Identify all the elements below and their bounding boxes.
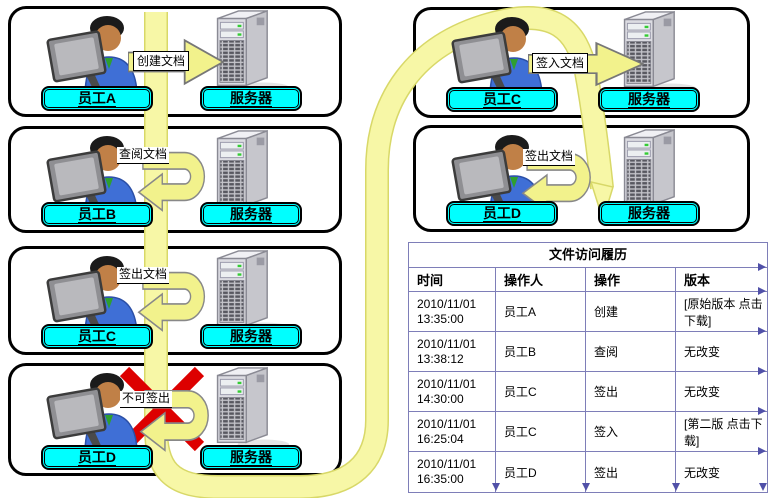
connector-arrow-down-icon [582, 483, 590, 491]
person-at-computer-icon [41, 370, 149, 454]
cell-version-download-link[interactable]: [第二版 点击下载] [676, 412, 767, 452]
person-label: 员工D [446, 201, 558, 226]
connector-arrow-down-icon [492, 483, 500, 491]
cell-version: 无改变 [676, 372, 767, 412]
person-label: 员工C [446, 87, 558, 112]
action-label-view: 查阅文档 [117, 147, 170, 164]
connector-arrow-right-icon [758, 327, 766, 335]
table-title: 文件访问履历 [409, 243, 767, 268]
cell-operation: 创建 [586, 292, 676, 332]
connector-arrow-right-icon [758, 263, 766, 271]
connector-arrow-right-icon [758, 367, 766, 375]
person-label: 员工A [41, 86, 153, 111]
server-label: 服务器 [200, 445, 302, 470]
server-label: 服务器 [200, 202, 302, 227]
cell-operation: 签入 [586, 412, 676, 452]
action-label-create: 创建文档 [133, 51, 190, 71]
person-label-text: 员工B [77, 206, 117, 223]
person-label-text: 员工C [77, 328, 117, 345]
server-label-text: 服务器 [230, 449, 272, 466]
cell-operator: 员工C [496, 372, 586, 412]
server-label-text: 服务器 [628, 91, 670, 108]
server-icon [604, 128, 710, 212]
cell-operation: 签出 [586, 372, 676, 412]
cell-operator: 员工D [496, 452, 586, 492]
col-header-operation: 操作 [586, 268, 676, 292]
col-header-time: 时间 [409, 268, 496, 292]
server-label: 服务器 [598, 201, 700, 226]
server-label: 服务器 [200, 324, 302, 349]
server-icon [197, 129, 303, 213]
server-label: 服务器 [598, 87, 700, 112]
person-label-text: 员工A [77, 90, 117, 107]
cell-operation: 签出 [586, 452, 676, 492]
server-label-text: 服务器 [628, 205, 670, 222]
cell-version: 无改变 [676, 332, 767, 372]
action-label-blocked: 不可签出 [120, 391, 173, 408]
cell-operator: 员工A [496, 292, 586, 332]
connector-arrow-right-icon [758, 407, 766, 415]
person-label: 员工C [41, 324, 153, 349]
person-label: 员工D [41, 445, 153, 470]
connector-arrow-down-icon [759, 483, 767, 491]
cell-version: 无改变 [684, 465, 721, 480]
server-label-text: 服务器 [230, 206, 272, 223]
cell-operation: 查阅 [586, 332, 676, 372]
person-label-text: 员工C [482, 91, 522, 108]
server-label-text: 服务器 [230, 328, 272, 345]
server-label-text: 服务器 [230, 90, 272, 107]
action-label-checkin: 签入文档 [532, 53, 589, 73]
connector-arrow-right-icon [758, 287, 766, 295]
server-label: 服务器 [200, 86, 302, 111]
server-icon [197, 249, 303, 333]
person-label: 员工B [41, 202, 153, 227]
person-label-text: 员工D [482, 205, 522, 222]
action-label-checkout-right: 签出文档 [523, 149, 576, 166]
action-label-checkout: 签出文档 [117, 267, 170, 284]
col-header-version: 版本 [676, 268, 767, 292]
cell-operator: 员工B [496, 332, 586, 372]
col-header-operator: 操作人 [496, 268, 586, 292]
cell-version-download-link[interactable]: [原始版本 点击下载] [676, 292, 767, 332]
connector-arrow-right-icon [758, 447, 766, 455]
connector-arrow-down-icon [672, 483, 680, 491]
person-label-text: 员工D [77, 449, 117, 466]
cell-operator: 员工C [496, 412, 586, 452]
